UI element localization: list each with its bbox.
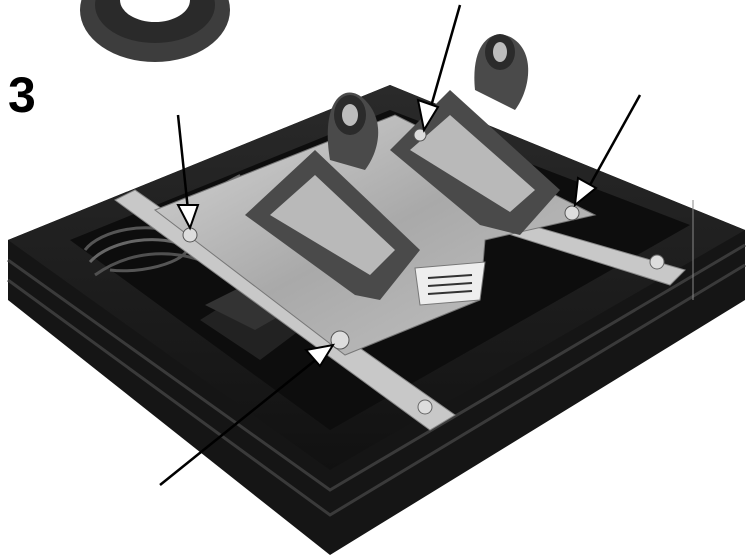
arrow-back-bolt — [416, 4, 462, 133]
bolt-back-center — [413, 128, 427, 142]
step-number: 3 — [8, 67, 36, 123]
arrow-left-bolt — [176, 114, 200, 231]
seal-ring — [80, 0, 230, 62]
pedal-bracket-left — [245, 92, 420, 300]
bolt-back-right — [564, 205, 580, 221]
bolt-front — [330, 330, 350, 350]
pedal-bracket-right — [390, 34, 560, 235]
control-box — [200, 285, 300, 360]
arrow-front-bolt — [159, 343, 336, 486]
arrow-right-bolt — [573, 94, 642, 208]
